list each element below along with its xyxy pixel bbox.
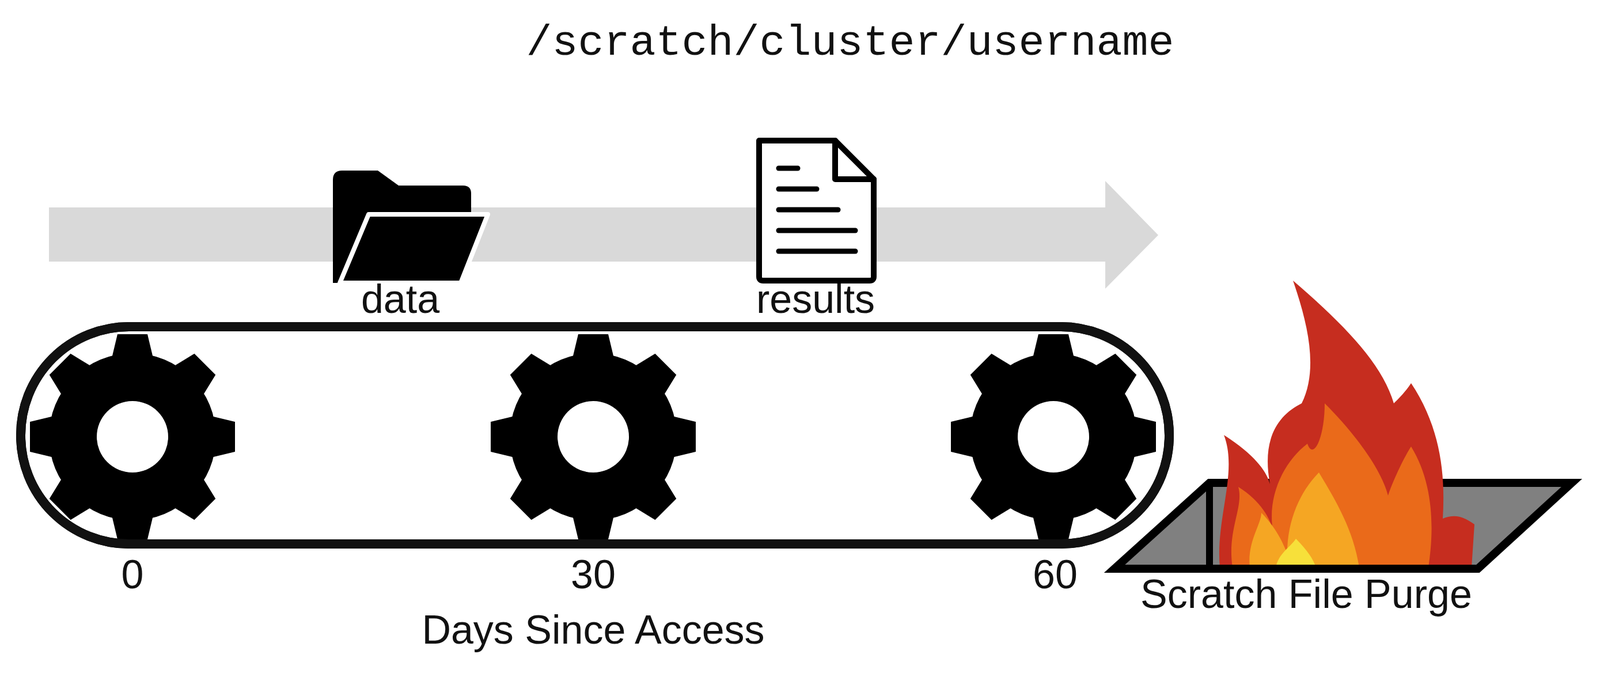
conveyor-belt [20,326,1170,544]
item-label: results [756,278,875,320]
item-label: data [361,278,440,320]
timeline-arrow [48,180,1159,289]
purge-label: Scratch File Purge [1140,573,1473,614]
gear-symbol [29,334,235,540]
path-title: /scratch/cluster/username [525,21,1174,66]
axis-tick: 30 [570,554,616,595]
axis-tick: 0 [121,554,144,595]
gear-symbol [490,334,696,540]
folder-icon [332,170,488,283]
document-icon [759,140,874,281]
fire-pit [1114,280,1572,569]
axis-title: Days Since Access [421,609,765,650]
gear-symbol [950,334,1156,540]
axis-tick: 60 [1032,554,1078,595]
